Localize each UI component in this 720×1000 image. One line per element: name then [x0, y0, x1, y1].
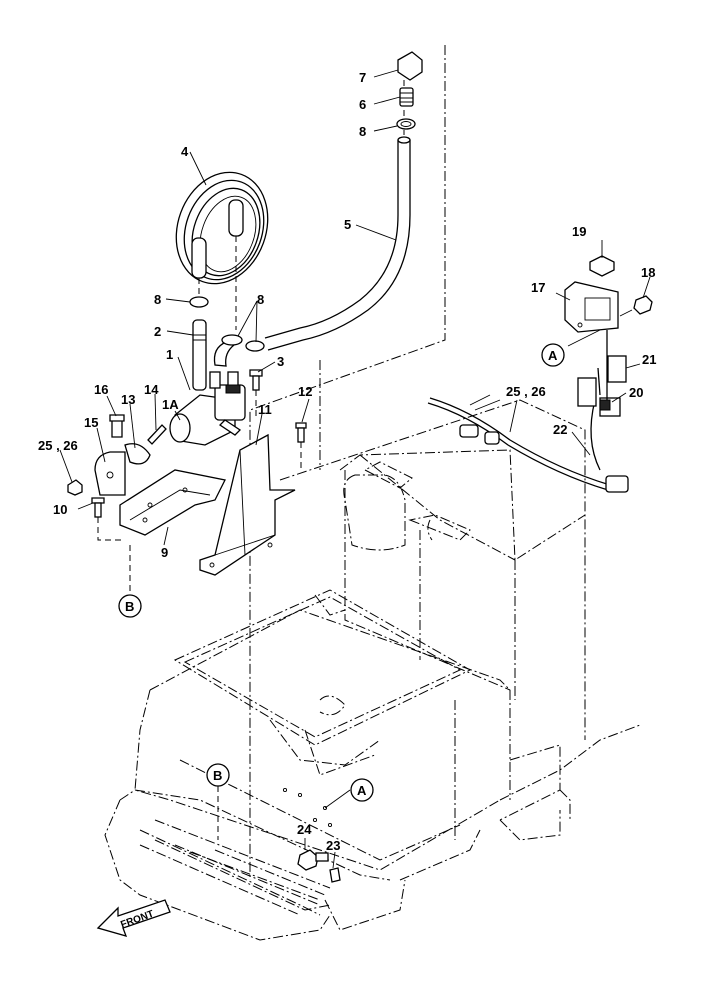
callout-8-right: 8	[257, 292, 264, 307]
callout-1: 1	[166, 347, 173, 362]
callout-25-26-left: 25 , 26	[38, 438, 78, 453]
reference-markers: A A B B	[118, 343, 565, 840]
callout-12: 12	[298, 384, 312, 399]
callout-21: 21	[642, 352, 656, 367]
callout-25-26-right: 25 , 26	[506, 384, 546, 399]
callout-16: 16	[94, 382, 108, 397]
tube	[264, 60, 411, 351]
switch-panel	[564, 255, 653, 400]
callout-labels: 7 6 8 4 5 8 8 2 1 3 1A 16 14 13 15 25 , …	[38, 70, 656, 853]
leader-lines	[59, 69, 651, 869]
callout-22: 22	[553, 422, 567, 437]
washer-pump	[169, 296, 265, 446]
callout-4: 4	[181, 144, 189, 159]
callout-10: 10	[53, 502, 67, 517]
callout-14: 14	[144, 382, 159, 397]
callout-2: 2	[154, 324, 161, 339]
wiring-harness	[427, 355, 629, 493]
cab-outline	[104, 45, 641, 941]
callout-3: 3	[277, 354, 284, 369]
callout-19: 19	[572, 224, 586, 239]
ref-a-bottom: A	[357, 783, 367, 798]
ref-b-bottom: B	[213, 768, 222, 783]
callout-9: 9	[161, 545, 168, 560]
hose-coil	[175, 171, 269, 330]
callout-7: 7	[359, 70, 366, 85]
callout-18: 18	[641, 265, 655, 280]
callout-8-top: 8	[359, 124, 366, 139]
top-fittings	[396, 51, 423, 130]
callout-23: 23	[326, 838, 340, 853]
bottom-fasteners	[297, 849, 341, 883]
bracket-assembly	[67, 369, 307, 595]
front-arrow: FRONT	[96, 899, 171, 937]
callout-6: 6	[359, 97, 366, 112]
callout-15: 15	[84, 415, 98, 430]
callout-8-left: 8	[154, 292, 161, 307]
callout-20: 20	[629, 385, 643, 400]
callout-11: 11	[258, 402, 272, 417]
ref-b-top: B	[125, 599, 134, 614]
callout-24: 24	[297, 822, 312, 837]
callout-17: 17	[531, 280, 545, 295]
callout-5: 5	[344, 217, 351, 232]
callout-1a: 1A	[162, 397, 179, 412]
callout-13: 13	[121, 392, 135, 407]
ref-a-top: A	[548, 348, 558, 363]
